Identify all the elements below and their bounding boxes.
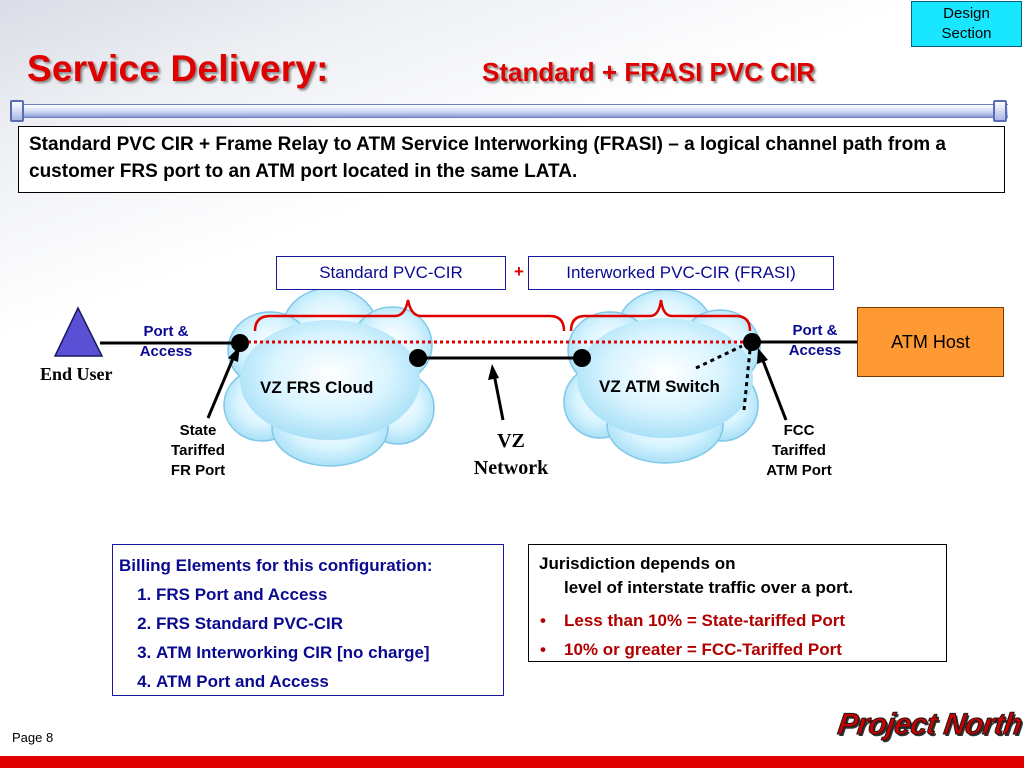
fcc-port-line-2: Tariffed bbox=[772, 442, 826, 459]
fcc-port-line-1: FCC bbox=[783, 422, 815, 439]
frs-trunk-node bbox=[409, 349, 427, 367]
divider-cap-right bbox=[993, 100, 1007, 122]
jurisdiction-bullet: Less than 10% = State-tariffed Port bbox=[540, 606, 936, 635]
state-port-label: State Tariffed FR Port bbox=[158, 421, 238, 481]
jurisdiction-box: Jurisdiction depends on level of interst… bbox=[528, 544, 947, 664]
fcc-port-label: FCC Tariffed ATM Port bbox=[754, 421, 844, 481]
vz-network-line-2: Network bbox=[473, 457, 549, 479]
vz-network-line-1: VZ bbox=[497, 430, 525, 452]
project-north-logo: Project North bbox=[835, 708, 1024, 742]
design-section-badge: Design Section bbox=[911, 1, 1022, 47]
right-port-access-label: Port & Access bbox=[780, 321, 850, 361]
billing-item: ATM Interworking CIR [no charge] bbox=[156, 638, 497, 667]
end-user-label: End User bbox=[40, 364, 113, 384]
jurisdiction-line-2: level of interstate traffic over a port. bbox=[564, 578, 854, 597]
billing-heading: Billing Elements for this configuration: bbox=[119, 556, 433, 575]
billing-item: ATM Port and Access bbox=[156, 667, 497, 696]
atm-switch-marker-2 bbox=[742, 349, 752, 411]
state-port-line-2: Tariffed bbox=[171, 442, 225, 459]
standard-pvc-brace bbox=[253, 299, 566, 332]
port-access-line-1: Port & bbox=[792, 322, 838, 339]
divider-cap-left bbox=[10, 100, 24, 122]
page-number: Page 8 bbox=[12, 730, 54, 745]
state-port-line-1: State bbox=[179, 422, 217, 439]
title-divider-bar bbox=[12, 104, 1008, 118]
state-port-line-3: FR Port bbox=[170, 462, 226, 479]
billing-elements-box: Billing Elements for this configuration:… bbox=[112, 544, 504, 696]
end-user-icon bbox=[53, 306, 104, 357]
jurisdiction-bullets: Less than 10% = State-tariffed Port 10% … bbox=[539, 606, 936, 664]
port-access-line-2: Access bbox=[788, 342, 842, 359]
fcc-port-arrow bbox=[757, 348, 788, 421]
billing-item: FRS Standard PVC-CIR bbox=[156, 609, 497, 638]
footer-bar bbox=[0, 756, 1024, 768]
badge-line-1: Design bbox=[943, 5, 990, 22]
atm-cloud-shape bbox=[563, 289, 761, 464]
page-subtitle: Standard + FRASI PVC CIR bbox=[482, 57, 815, 87]
state-port-arrow bbox=[206, 346, 240, 419]
interworked-pvc-label: Interworked PVC-CIR (FRASI) bbox=[528, 256, 834, 290]
page-title: Service Delivery: bbox=[27, 48, 329, 89]
badge-line-2: Section bbox=[941, 25, 992, 42]
frs-port-node bbox=[231, 334, 249, 352]
jurisdiction-bullet: 10% or greater = FCC-Tariffed Port bbox=[540, 635, 936, 664]
definition-box: Standard PVC CIR + Frame Relay to ATM Se… bbox=[18, 126, 1005, 193]
port-access-line-1: Port & bbox=[143, 323, 189, 340]
jurisdiction-line-1: Jurisdiction depends on bbox=[539, 554, 736, 573]
fcc-port-line-3: ATM Port bbox=[766, 462, 832, 479]
atm-trunk-node bbox=[573, 349, 591, 367]
vz-network-label: VZ Network bbox=[468, 428, 554, 482]
vz-network-arrow bbox=[488, 364, 505, 421]
atm-host-box: ATM Host bbox=[857, 307, 1004, 377]
left-port-access-label: Port & Access bbox=[131, 322, 201, 362]
atm-switch-marker-1 bbox=[695, 344, 743, 370]
port-access-line-2: Access bbox=[139, 343, 193, 360]
frs-cloud-shape bbox=[223, 287, 435, 467]
standard-pvc-label: Standard PVC-CIR bbox=[276, 256, 506, 290]
plus-sign: + bbox=[514, 262, 524, 281]
atm-port-node bbox=[743, 333, 761, 351]
interworked-pvc-brace bbox=[569, 299, 752, 332]
atm-switch-label: VZ ATM Switch bbox=[599, 377, 720, 396]
frs-cloud-label: VZ FRS Cloud bbox=[260, 378, 374, 397]
billing-item: FRS Port and Access bbox=[156, 580, 497, 609]
billing-list: FRS Port and Access FRS Standard PVC-CIR… bbox=[119, 580, 497, 696]
